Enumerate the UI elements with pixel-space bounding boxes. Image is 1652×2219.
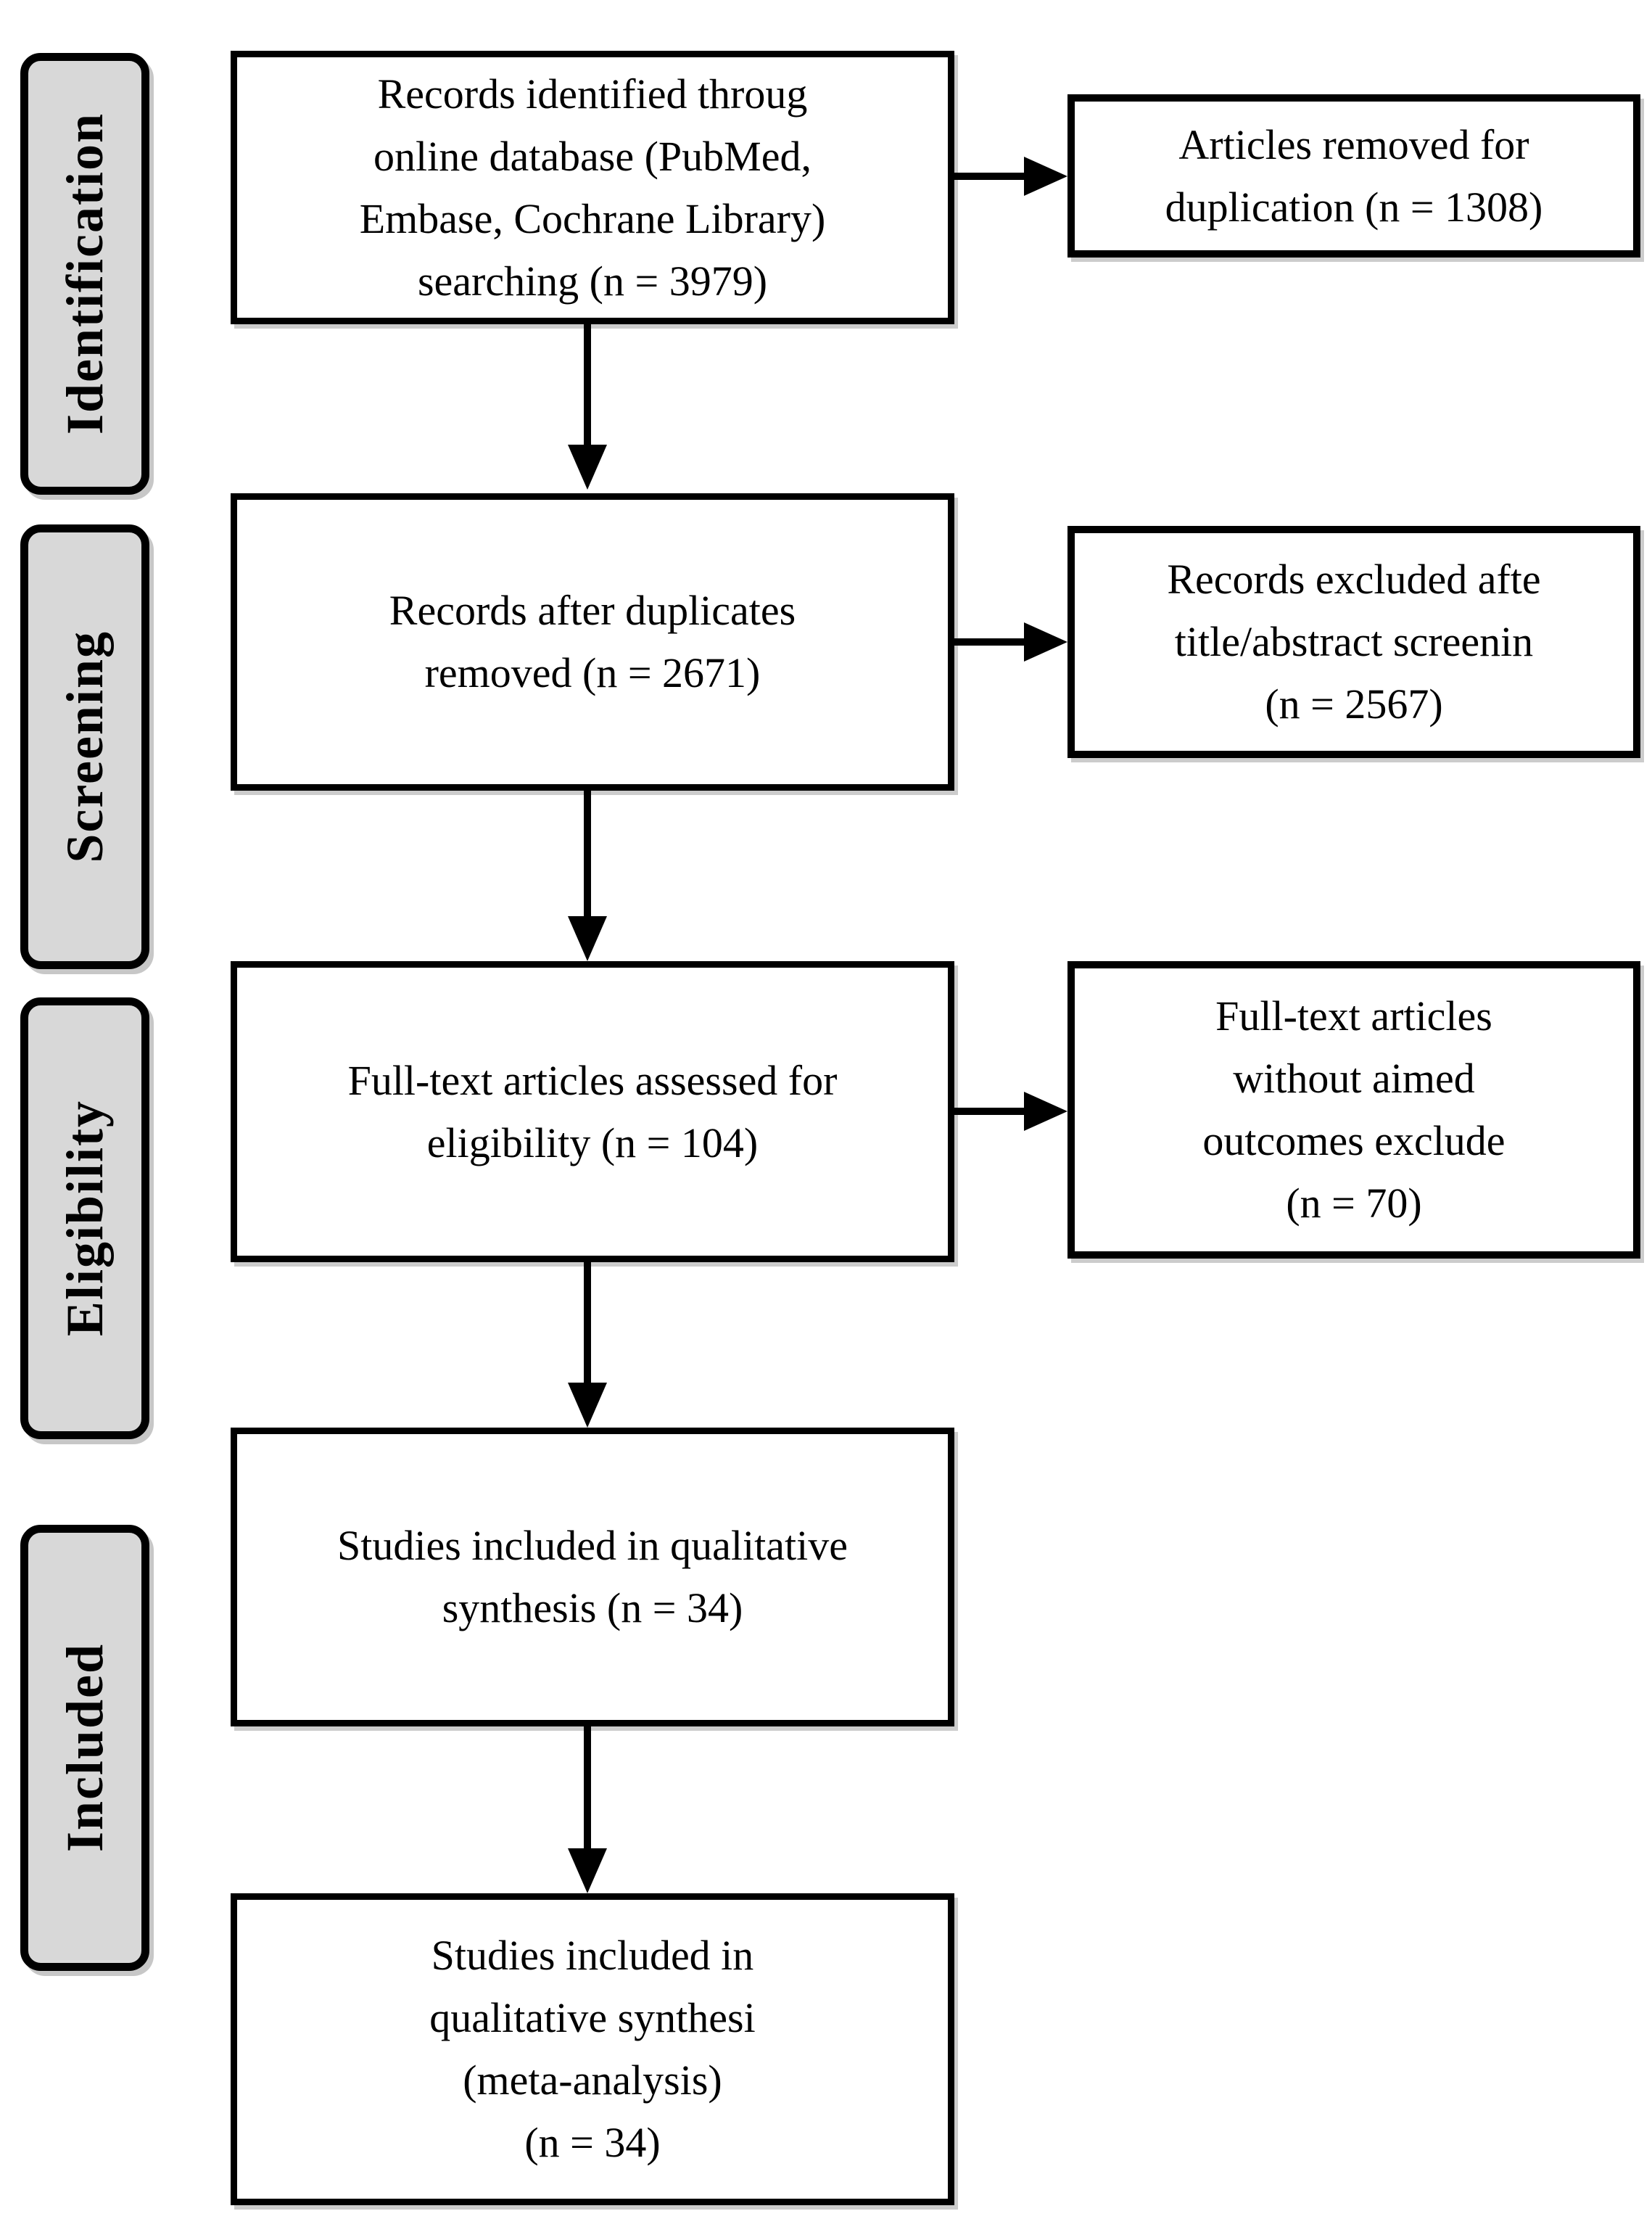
stage-label-text: Screening bbox=[55, 630, 114, 863]
side-box-line: (n = 70) bbox=[1286, 1180, 1422, 1227]
side-box-line: (n = 2567) bbox=[1265, 680, 1443, 728]
stage-label-screening: Screening bbox=[20, 524, 149, 969]
stage-label-eligibility: Eligibility bbox=[20, 997, 149, 1439]
flow-box-records-identified: Records identified throug online databas… bbox=[231, 51, 954, 324]
arrow-right-stem bbox=[954, 1108, 1027, 1115]
flow-box-line: (n = 34) bbox=[524, 2119, 661, 2166]
arrow-right-icon bbox=[1024, 1092, 1067, 1131]
flow-box-line: Studies included in qualitative bbox=[337, 1522, 848, 1569]
flow-box-line: online database (PubMed, bbox=[373, 132, 811, 180]
flow-box-records-after-duplicates: Records after duplicates removed (n = 26… bbox=[231, 493, 954, 791]
side-box-line: duplication (n = 1308) bbox=[1165, 183, 1543, 231]
arrow-right-stem bbox=[954, 638, 1027, 646]
arrow-down-icon bbox=[568, 916, 607, 961]
stage-label-text: Identification bbox=[55, 112, 114, 435]
arrow-down-stem bbox=[584, 1726, 591, 1851]
side-box-records-excluded-screening: Records excluded afte title/abstract scr… bbox=[1067, 526, 1640, 758]
arrow-right-stem bbox=[954, 173, 1027, 180]
arrow-down-icon bbox=[568, 1383, 607, 1428]
side-box-line: outcomes exclude bbox=[1202, 1117, 1506, 1164]
flow-box-line: eligibility (n = 104) bbox=[426, 1119, 759, 1166]
flow-box-line: Full-text articles assessed for bbox=[347, 1056, 838, 1104]
arrow-right-icon bbox=[1024, 622, 1067, 662]
flow-box-meta-analysis: Studies included in qualitative synthesi… bbox=[231, 1893, 954, 2205]
arrow-right-icon bbox=[1024, 157, 1067, 196]
side-box-fulltext-excluded: Full-text articles without aimed outcome… bbox=[1067, 961, 1640, 1259]
flow-box-qualitative-synthesis: Studies included in qualitative synthesi… bbox=[231, 1428, 954, 1726]
stage-label-identification: Identification bbox=[20, 53, 149, 495]
arrow-down-stem bbox=[584, 324, 591, 448]
flow-box-line: Studies included in bbox=[431, 1932, 754, 1979]
stage-label-included: Included bbox=[20, 1525, 149, 1971]
flow-box-line: (meta-analysis) bbox=[463, 2057, 722, 2104]
flow-box-line: searching (n = 3979) bbox=[417, 257, 768, 305]
flow-box-line: synthesis (n = 34) bbox=[442, 1584, 743, 1631]
flow-box-line: Embase, Cochrane Library) bbox=[359, 194, 826, 242]
stage-label-text: Eligibility bbox=[55, 1100, 114, 1337]
flow-box-line: Records after duplicates bbox=[389, 587, 796, 634]
flow-box-line: removed (n = 2671) bbox=[424, 649, 761, 696]
arrow-down-stem bbox=[584, 791, 591, 919]
flow-box-fulltext-assessed: Full-text articles assessed for eligibil… bbox=[231, 961, 954, 1262]
side-box-line: without aimed bbox=[1233, 1055, 1475, 1102]
arrow-down-stem bbox=[584, 1262, 591, 1386]
side-box-line: Full-text articles bbox=[1215, 992, 1492, 1039]
side-box-line: Articles removed for bbox=[1178, 120, 1529, 168]
side-box-articles-removed-duplication: Articles removed for duplication (n = 13… bbox=[1067, 94, 1640, 258]
arrow-down-icon bbox=[568, 445, 607, 490]
stage-label-text: Included bbox=[55, 1643, 114, 1853]
flow-box-line: Records identified throug bbox=[377, 70, 808, 118]
side-box-line: title/abstract screenin bbox=[1174, 618, 1534, 665]
arrow-down-icon bbox=[568, 1848, 607, 1893]
flow-box-line: qualitative synthesi bbox=[429, 1994, 756, 2041]
side-box-line: Records excluded afte bbox=[1167, 556, 1541, 603]
